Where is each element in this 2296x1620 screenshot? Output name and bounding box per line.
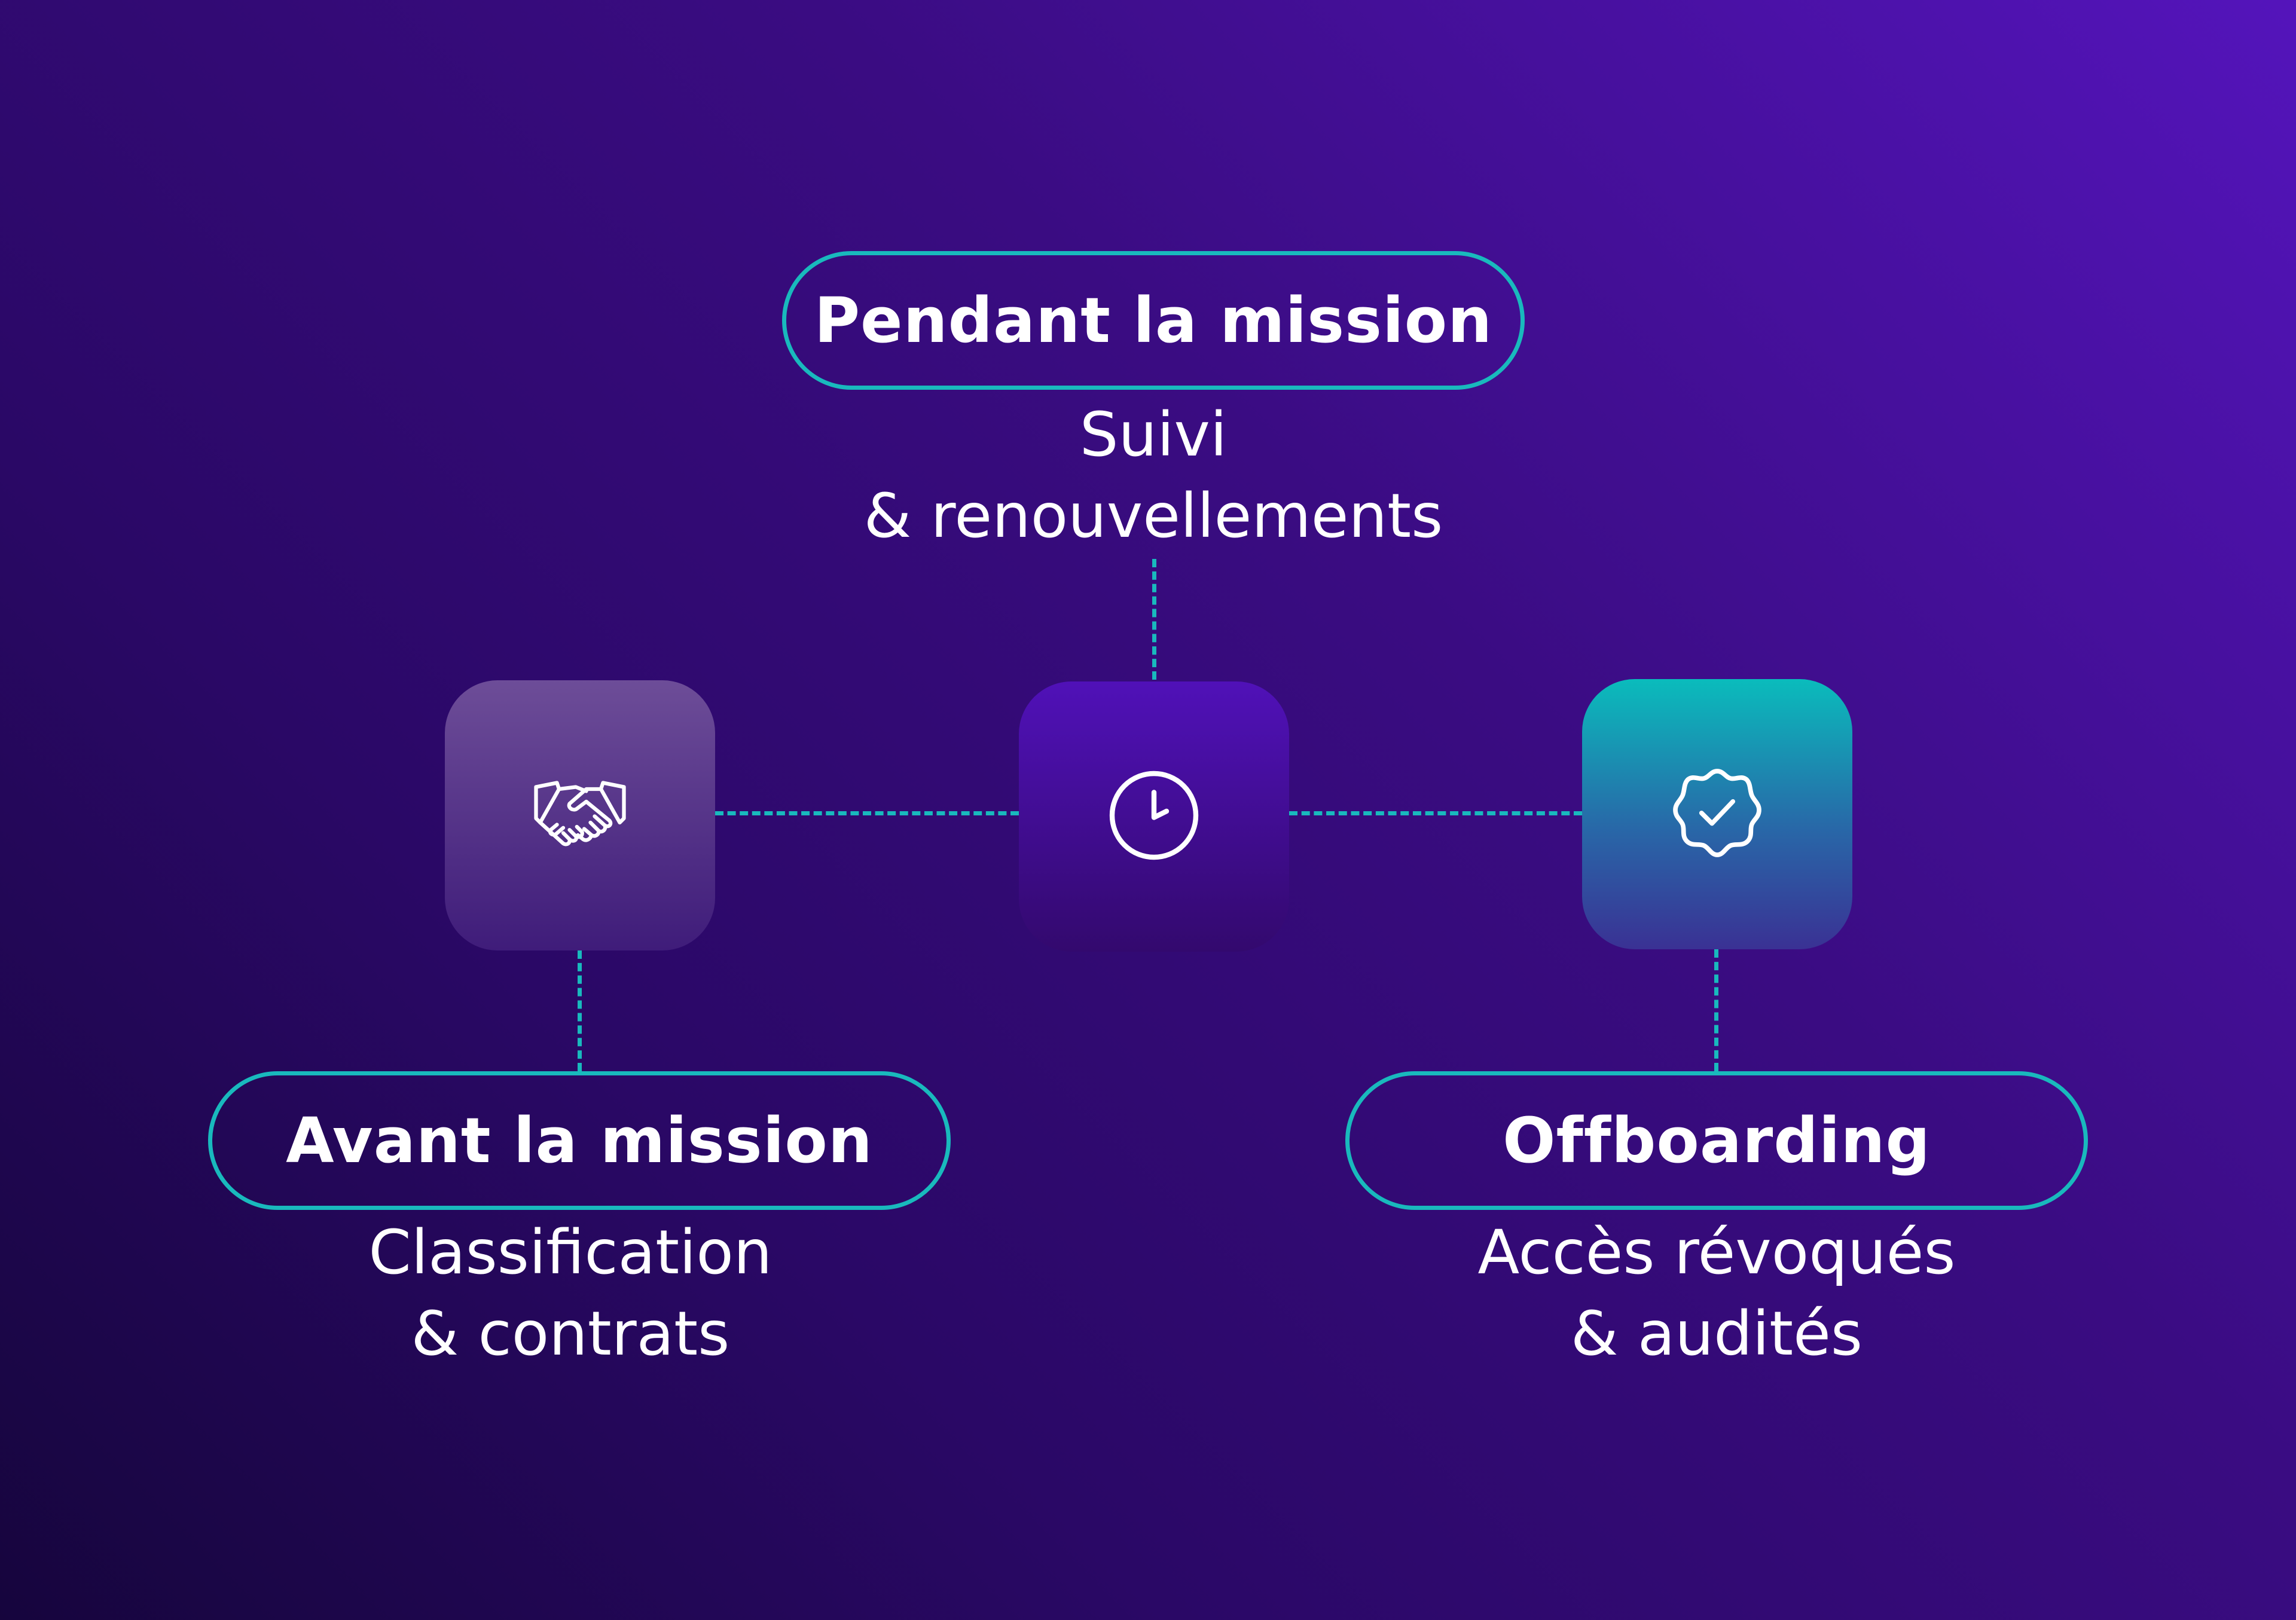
handshake-icon bbox=[530, 764, 630, 867]
step-title-after: Offboarding bbox=[1345, 1071, 2088, 1210]
step-tile-during bbox=[1019, 681, 1289, 952]
step-description-line: Classification bbox=[368, 1217, 773, 1288]
step-description-during: Suivi & renouvellements bbox=[795, 395, 1512, 557]
connector-top bbox=[1152, 559, 1156, 680]
clock-icon bbox=[1104, 765, 1204, 869]
step-title-before: Avant la mission bbox=[208, 1071, 951, 1210]
step-description-line: Accès révoqués bbox=[1477, 1217, 1956, 1288]
step-description-after: Accès révoqués & audités bbox=[1358, 1212, 2075, 1375]
connector-right bbox=[1289, 811, 1582, 815]
connector-bottom-right bbox=[1714, 949, 1718, 1071]
step-tile-before bbox=[445, 680, 715, 950]
step-description-line: & contrats bbox=[411, 1298, 730, 1370]
step-description-line: & audités bbox=[1570, 1298, 1863, 1370]
connector-left bbox=[715, 811, 1019, 815]
step-description-line: Suivi bbox=[1079, 399, 1228, 470]
step-title-during: Pendant la mission bbox=[782, 251, 1525, 390]
connector-bottom-left bbox=[578, 950, 582, 1071]
step-description-line: & renouvellements bbox=[863, 481, 1443, 552]
step-tile-after bbox=[1582, 679, 1852, 949]
verified-badge-icon bbox=[1667, 763, 1767, 866]
step-description-before: Classification & contrats bbox=[212, 1212, 929, 1375]
